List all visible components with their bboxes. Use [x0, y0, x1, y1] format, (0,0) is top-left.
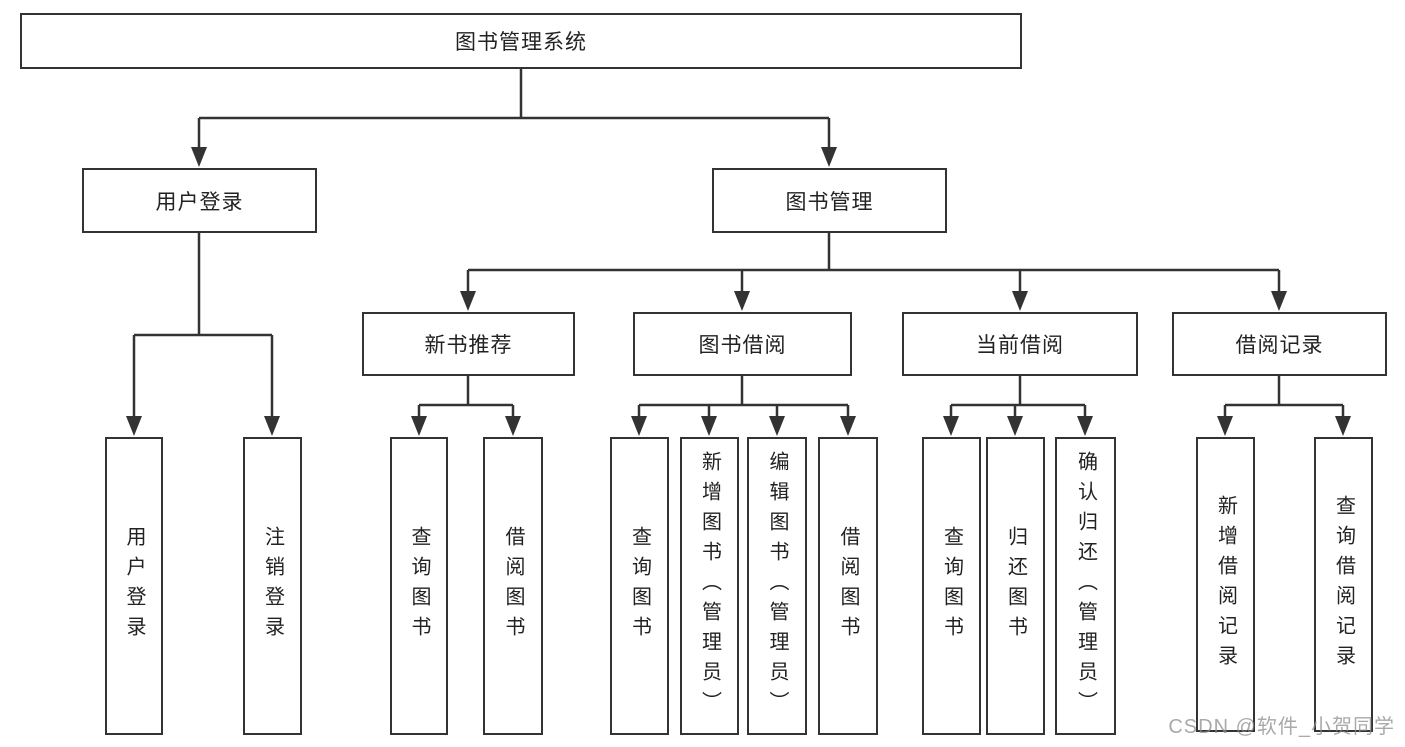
node-label: 用户登录 [123, 526, 145, 646]
leaf-search-books-current: 查询图书 [922, 437, 981, 735]
node-library-management-system: 图书管理系统 [20, 13, 1022, 69]
node-label: 归还图书 [1004, 526, 1027, 646]
node-label: 当前借阅 [976, 334, 1064, 357]
leaf-add-borrow-record: 新增借阅记录 [1196, 437, 1255, 732]
leaf-logout: 注销登录 [243, 437, 302, 735]
node-label: 查询图书 [940, 526, 963, 646]
node-label: 注销登录 [261, 526, 284, 646]
node-label: 借阅记录 [1235, 334, 1324, 357]
leaf-search-books-borrowing: 查询图书 [610, 437, 669, 735]
node-user-login: 用户登录 [82, 168, 317, 233]
leaf-search-borrow-record: 查询借阅记录 [1314, 437, 1373, 732]
node-book-management: 图书管理 [712, 168, 947, 233]
node-book-borrowing: 图书借阅 [633, 312, 852, 376]
node-label: 查询图书 [408, 526, 430, 646]
leaf-user-login: 用户登录 [105, 437, 163, 735]
node-label: 图书管理系统 [455, 31, 587, 54]
node-label: 新增图书（管理员） [698, 451, 721, 721]
leaf-return-books: 归还图书 [986, 437, 1045, 735]
node-new-book-recommendation: 新书推荐 [362, 312, 575, 376]
leaf-confirm-return-admin: 确认归还（管理员） [1055, 437, 1116, 735]
node-label: 新书推荐 [424, 334, 513, 357]
node-label: 查询图书 [628, 526, 651, 646]
node-label: 借阅图书 [837, 526, 859, 646]
node-current-borrowing: 当前借阅 [902, 312, 1138, 376]
node-label: 借阅图书 [502, 526, 524, 646]
node-label: 查询借阅记录 [1332, 494, 1355, 675]
node-label: 用户登录 [155, 190, 244, 214]
leaf-edit-book-admin: 编辑图书（管理员） [747, 437, 807, 735]
node-label: 图书管理 [785, 190, 874, 214]
leaf-borrow-books-borrowing: 借阅图书 [818, 437, 878, 735]
node-label: 新增借阅记录 [1214, 494, 1237, 675]
leaf-add-book-admin: 新增图书（管理员） [680, 437, 739, 735]
node-label: 确认归还（管理员） [1074, 451, 1097, 721]
leaf-search-books-recommend: 查询图书 [390, 437, 448, 735]
node-label: 编辑图书（管理员） [766, 451, 788, 721]
watermark: CSDN @软件_小贺同学 [1168, 716, 1395, 738]
node-borrowing-records: 借阅记录 [1172, 312, 1387, 376]
leaf-borrow-books-recommend: 借阅图书 [483, 437, 543, 735]
node-label: 图书借阅 [698, 334, 787, 357]
